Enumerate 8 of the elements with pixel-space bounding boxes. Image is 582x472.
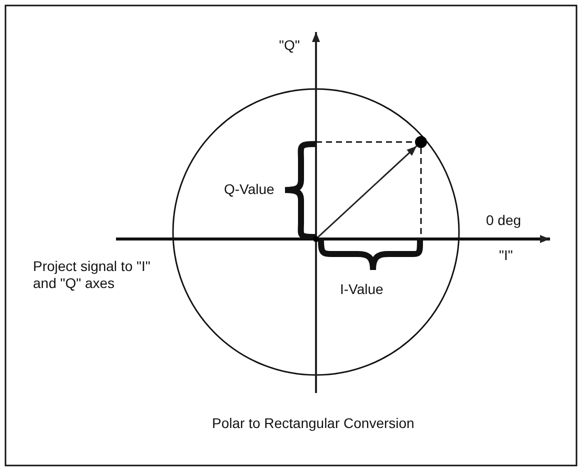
- brace-label: I-Value: [340, 281, 384, 298]
- vector-arrow: [318, 146, 418, 238]
- angle-label: 0 deg: [486, 212, 522, 229]
- note-text: Project signal to "I" and "Q" axes: [33, 258, 152, 292]
- caption: Polar to Rectangular Conversion: [212, 415, 414, 432]
- axis-label: "I": [499, 247, 513, 264]
- axis-label: "Q": [279, 37, 300, 54]
- brace-label: Q-Value: [224, 181, 274, 198]
